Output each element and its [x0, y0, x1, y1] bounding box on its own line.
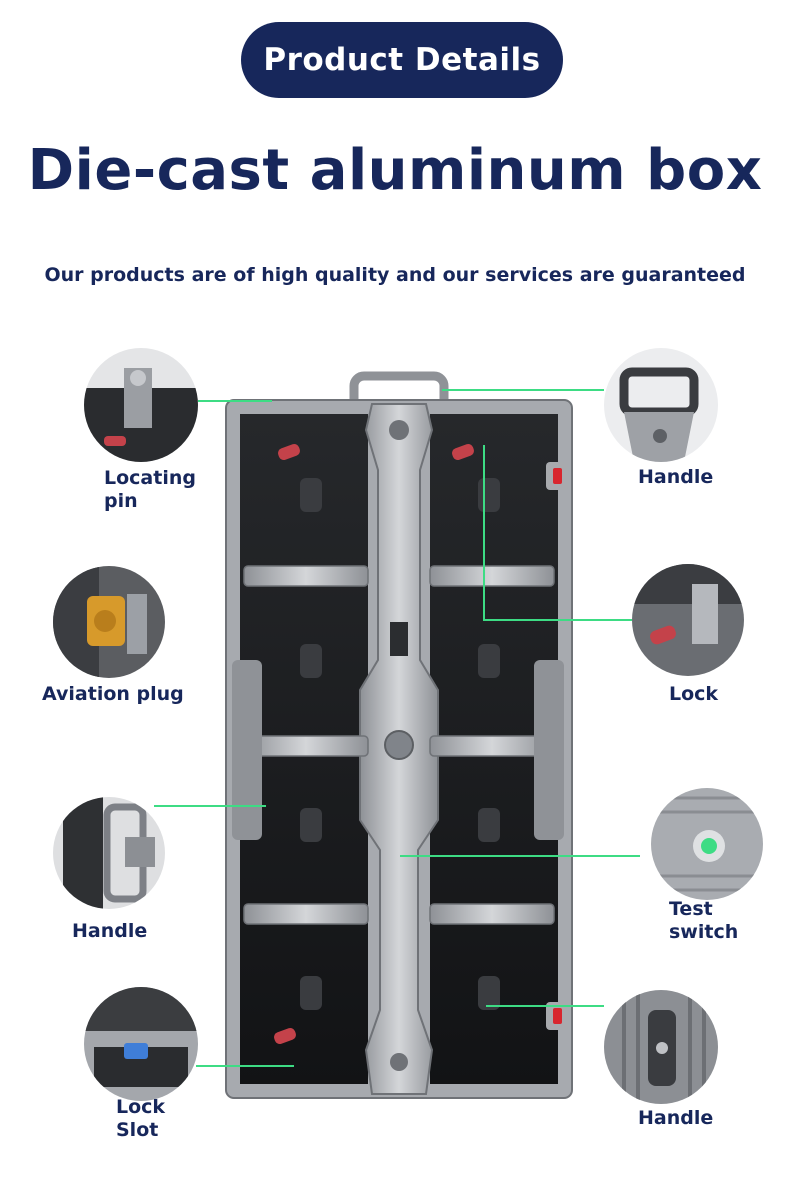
- aviation-plug-label: Aviation plug: [42, 683, 184, 705]
- locating-pin-thumbnail: [84, 348, 198, 462]
- side-handle-thumbnail: [53, 797, 165, 909]
- page-subtitle: Our products are of high quality and our…: [44, 264, 746, 286]
- lock-slot-thumbnail: [84, 987, 198, 1101]
- page-title: Die-cast aluminum box: [27, 138, 763, 203]
- side-handle-label: Handle: [72, 920, 148, 942]
- lock-slot-label: Lock Slot: [116, 1096, 166, 1141]
- lock-thumbnail: [632, 564, 744, 676]
- product-details-badge: Product Details: [241, 22, 563, 98]
- top-handle-thumbnail: [604, 348, 718, 462]
- top-handle-label: Handle: [638, 466, 714, 488]
- side-lock-handle-thumbnail: [604, 990, 718, 1104]
- side-lock-handle-label: Handle: [638, 1107, 714, 1129]
- locating-pin-label: Locating pin: [104, 467, 196, 512]
- aviation-plug-thumbnail: [53, 566, 165, 678]
- test-switch-label: Test switch: [669, 898, 739, 943]
- lock-label: Lock: [669, 683, 719, 705]
- test-switch-thumbnail: [651, 788, 763, 900]
